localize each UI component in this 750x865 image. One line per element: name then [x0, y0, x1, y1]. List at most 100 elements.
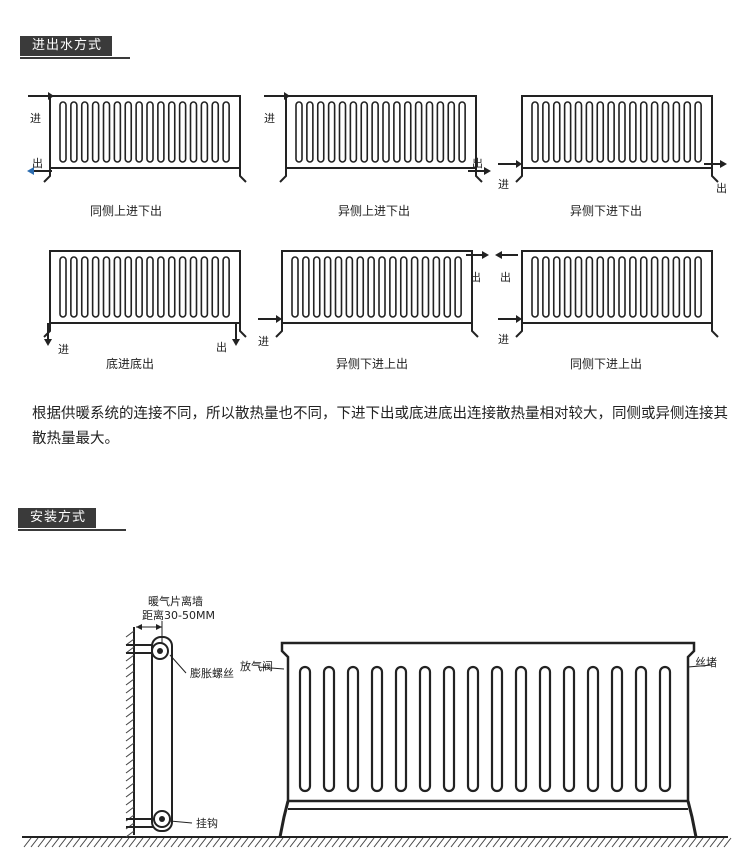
radiator-column	[563, 101, 572, 163]
radiator-column	[552, 256, 561, 318]
radiator-column	[327, 101, 336, 163]
panel-caption: 底进底出	[106, 357, 155, 371]
radiator-column	[312, 256, 321, 318]
radiator-body	[43, 250, 247, 338]
radiator-column	[316, 101, 325, 163]
radiator-column	[124, 101, 133, 163]
inlet-label: 进	[264, 112, 275, 125]
radiator-column	[378, 256, 386, 318]
radiator-column	[167, 256, 176, 318]
radiator-column	[454, 256, 462, 318]
outlet-label: 出	[472, 156, 483, 170]
radiator-body	[275, 250, 479, 338]
panel-caption: 同侧下进上出	[570, 357, 643, 371]
radiator-column	[650, 256, 659, 318]
radiator-column	[618, 256, 626, 318]
inlet-label: 进	[498, 333, 509, 346]
radiator-foot	[279, 168, 287, 183]
radiator-column	[596, 256, 605, 318]
connection-panel-bottom-in-bottom-out: 进 出 底进底出	[22, 243, 262, 371]
radiator-column	[639, 101, 648, 163]
radiator-column	[360, 101, 369, 163]
inlet-label: 进	[258, 335, 269, 348]
radiator-column	[189, 256, 198, 318]
radiator-column	[113, 101, 122, 163]
radiator-column	[618, 101, 626, 163]
radiator-column	[370, 665, 384, 793]
section-title: 进出水方式	[20, 36, 113, 56]
radiator-foot	[686, 800, 698, 838]
radiator-column	[70, 101, 78, 163]
radiator-column	[189, 101, 198, 163]
radiator-column	[683, 256, 692, 318]
radiator-column	[382, 101, 390, 163]
radiator-front-view	[278, 641, 698, 838]
outlet-label: 出	[500, 270, 511, 284]
inlet-label: 进	[498, 178, 509, 191]
radiator-column	[222, 256, 230, 318]
section-title: 安装方式	[18, 508, 97, 528]
radiator-diagram: 进 出	[264, 92, 491, 183]
radiator-column	[436, 101, 445, 163]
radiator-column	[80, 256, 89, 318]
radiator-column	[421, 256, 430, 318]
radiator-column	[146, 101, 154, 163]
radiator-foot	[275, 323, 283, 338]
radiator-column	[178, 256, 187, 318]
wall-distance-label-line1: 暖气片离墙	[148, 594, 203, 608]
radiator-column	[629, 101, 637, 163]
radiator-column	[302, 256, 310, 318]
radiator-column	[694, 101, 702, 163]
radiator-column	[538, 665, 552, 793]
radiator-column	[102, 256, 111, 318]
radiator-column	[200, 256, 209, 318]
radiator-column	[443, 256, 452, 318]
radiator-column	[59, 101, 67, 163]
radiator-column	[356, 256, 365, 318]
section-underline	[18, 529, 126, 531]
radiator-column	[393, 101, 401, 163]
radiator-column	[425, 101, 434, 163]
radiator-body	[515, 95, 719, 183]
radiator-column	[334, 256, 343, 318]
radiator-column	[306, 101, 314, 163]
radiator-column	[661, 101, 670, 163]
radiator-column	[607, 256, 615, 318]
connection-panel-same-side-top-in-bottom-out: 进 出 同侧上进下出	[22, 88, 262, 218]
panel-caption: 异侧上进下出	[338, 204, 411, 218]
radiator-column	[432, 256, 441, 318]
radiator-column	[683, 101, 692, 163]
radiator-body	[279, 95, 483, 183]
section-header-installation: 安装方式	[18, 508, 126, 531]
radiator-column	[70, 256, 78, 318]
radiator-column	[211, 101, 220, 163]
radiator-column	[542, 256, 550, 318]
radiator-column	[562, 665, 576, 793]
radiator-column	[346, 665, 360, 793]
connection-panel-opposite-side-bottom-in-bottom-out: 进 出 异侧下进下出	[494, 88, 734, 218]
radiator-column	[490, 665, 504, 793]
air-valve-label: 放气阀	[240, 659, 273, 673]
radiator-column	[447, 101, 456, 163]
radiator-column	[672, 256, 681, 318]
radiator-column	[514, 665, 528, 793]
radiator-column	[91, 256, 100, 318]
radiator-diagram: 进 出	[43, 250, 247, 356]
radiator-column	[585, 256, 594, 318]
panel-caption: 同侧上进下出	[90, 204, 163, 218]
radiator-column	[639, 256, 648, 318]
radiator-column	[200, 101, 209, 163]
radiator-diagram: 进 出	[258, 250, 489, 348]
radiator-column	[585, 101, 594, 163]
radiator-outline	[280, 641, 696, 803]
radiator-column	[211, 256, 220, 318]
radiator-column	[371, 101, 379, 163]
expansion-screw-label: 膨胀螺丝	[190, 666, 234, 680]
radiator-column	[80, 101, 89, 163]
radiator-column	[323, 256, 332, 318]
radiator-column	[167, 101, 176, 163]
radiator-foot	[239, 323, 247, 338]
radiator-foot	[711, 168, 719, 183]
radiator-column	[135, 256, 143, 318]
radiator-column	[124, 256, 133, 318]
